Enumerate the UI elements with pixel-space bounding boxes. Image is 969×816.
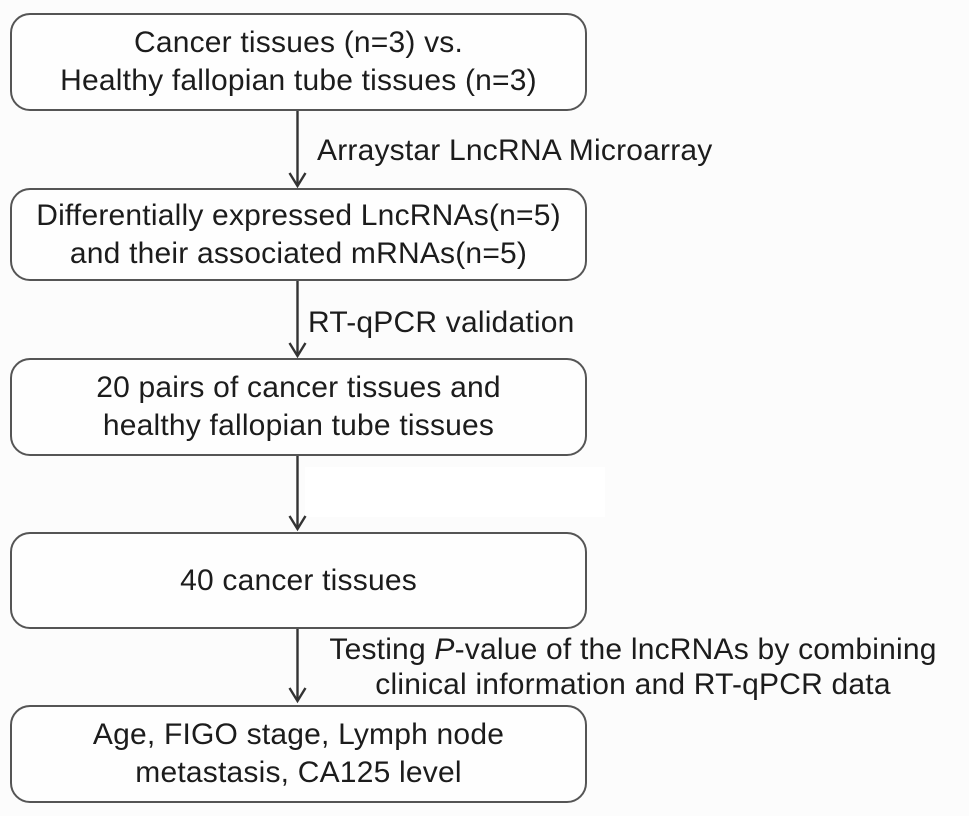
arrow-label-microarray: Arraystar LncRNA Microarray bbox=[317, 134, 713, 167]
label-text-segment: Testing bbox=[329, 633, 435, 666]
flow-box-20-pairs: 20 pairs of cancer tissues and healthy f… bbox=[10, 358, 587, 456]
down-arrow-icon bbox=[288, 281, 307, 359]
erased-label-artifact bbox=[305, 467, 605, 517]
box-text-line: 40 cancer tissues bbox=[180, 563, 417, 597]
box-text-line: Age, FIGO stage, Lymph node bbox=[92, 718, 505, 751]
label-text-segment: -value of the lncRNAs by combining bbox=[454, 633, 937, 666]
arrow-label-testing-pvalue: Testing P-value of the lncRNAs by combin… bbox=[300, 632, 966, 702]
label-text-segment: clinical information and RT-qPCR data bbox=[375, 668, 891, 701]
arrow-label-rtqpcr-validation: RT-qPCR validation bbox=[308, 306, 575, 339]
box-text-line: and their associated mRNAs(n=5) bbox=[69, 236, 528, 270]
down-arrow-icon bbox=[288, 456, 307, 532]
down-arrow-icon bbox=[288, 111, 307, 189]
label-text-italic-p: P bbox=[434, 633, 455, 666]
box-text-line: 20 pairs of cancer tissues and bbox=[96, 371, 501, 404]
flow-box-initial-tissues: Cancer tissues (n=3) vs. Healthy fallopi… bbox=[10, 13, 587, 111]
flow-box-40-cancer-tissues: 40 cancer tissues bbox=[10, 532, 587, 629]
down-arrow-icon bbox=[288, 629, 307, 704]
box-text-line: Differentially expressed LncRNAs(n=5) bbox=[36, 198, 561, 232]
box-text-line: healthy fallopian tube tissues bbox=[102, 409, 495, 442]
flow-box-clinical-factors: Age, FIGO stage, Lymph node metastasis, … bbox=[10, 705, 587, 803]
box-text-line: Healthy fallopian tube tissues (n=3) bbox=[60, 64, 537, 97]
box-text-line: Cancer tissues (n=3) vs. bbox=[133, 26, 464, 59]
box-text-line: metastasis, CA125 level bbox=[135, 756, 462, 789]
flow-box-differentially-expressed: Differentially expressed LncRNAs(n=5) an… bbox=[10, 188, 587, 281]
